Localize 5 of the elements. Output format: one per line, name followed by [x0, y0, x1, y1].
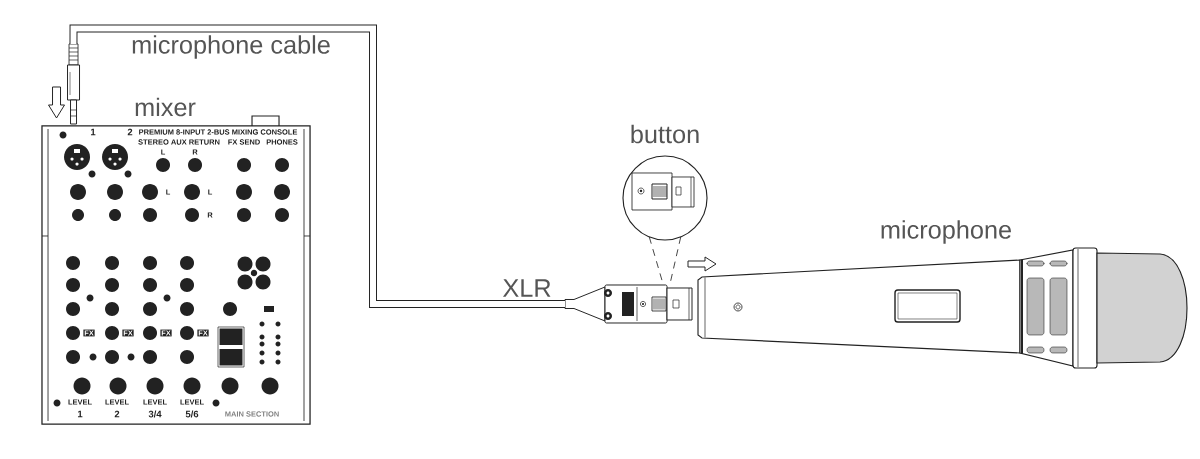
- part-label: microphone: [881, 220, 1011, 244]
- edge-label: microphone cable: [129, 33, 333, 61]
- part-label: XLR: [502, 279, 551, 297]
- part-label: button: [631, 124, 699, 144]
- part-label: mixer: [135, 97, 196, 117]
